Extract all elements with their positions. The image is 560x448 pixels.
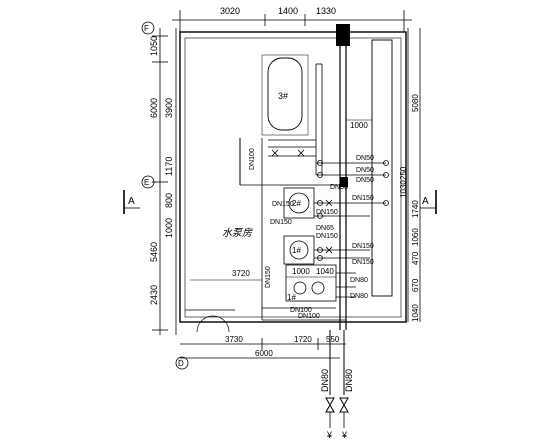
pipe-dn50-1: DN50 bbox=[356, 167, 374, 174]
axis-bubble-e bbox=[141, 175, 155, 189]
pipe-dn100-0: DN100 bbox=[249, 148, 256, 170]
pipe-dn150-0: DN150 bbox=[352, 195, 374, 202]
pipe-dn150-6: DN150 bbox=[265, 266, 272, 288]
inner-wall bbox=[184, 37, 402, 318]
equipment-3: 3# bbox=[261, 54, 309, 136]
right-dimension: 5080 1030 250 1740 1060 470 670 1040 bbox=[399, 28, 421, 322]
dim-top-2: 1330 bbox=[316, 6, 336, 16]
dim-left-5: 1000 bbox=[164, 218, 174, 238]
section-mark-left: A bbox=[128, 196, 135, 207]
pipe-dn150-2: DN150 bbox=[352, 259, 374, 266]
dim-right-6: 670 bbox=[411, 278, 420, 292]
pipe-dn150-7: DN150 bbox=[272, 201, 294, 208]
pipe-dn150-5: DN150 bbox=[316, 233, 338, 240]
dim-left-7: 2430 bbox=[149, 285, 159, 305]
dim-right-0: 5080 bbox=[411, 94, 420, 112]
piping bbox=[239, 46, 389, 330]
axis-label-f: F bbox=[144, 24, 149, 33]
room-label: 水泵房 bbox=[222, 227, 253, 239]
dim-left-4: 800 bbox=[164, 193, 174, 208]
dim-bottom-3: 6000 bbox=[255, 349, 273, 358]
dim-right-4: 1060 bbox=[411, 228, 420, 246]
dim-right-2: 250 bbox=[399, 166, 408, 180]
axis-bubble-f bbox=[141, 21, 155, 35]
pipe-dn65: DN65 bbox=[316, 225, 334, 232]
equipment-lower-label: 1# bbox=[287, 293, 296, 302]
pipe-dn150-4: DN150 bbox=[316, 209, 338, 216]
pipe-dn150-3: DN150 bbox=[270, 219, 292, 226]
left-dimension: 1050 6000 3900 1170 800 1000 5460 2430 bbox=[149, 28, 177, 335]
dim-right-7: 1040 bbox=[411, 304, 420, 322]
building-walls bbox=[179, 24, 407, 333]
dim-right-5: 470 bbox=[411, 251, 420, 265]
dim-top-1: 1400 bbox=[278, 6, 298, 16]
equipment-1-label: 1# bbox=[292, 246, 301, 255]
svg-text:¥: ¥ bbox=[341, 430, 348, 440]
pipe-dn80-1: DN80 bbox=[350, 293, 368, 300]
section-marks: A A bbox=[123, 190, 437, 214]
dim-bottom-2: 550 bbox=[326, 335, 340, 344]
door bbox=[196, 315, 230, 333]
dim-inner-2: 1000 bbox=[292, 267, 310, 276]
dim-inner-0: 1000 bbox=[350, 121, 368, 130]
pipe-dn100-1: DN100 bbox=[290, 307, 312, 314]
pipe-dn80-outlet-1: DN80 bbox=[344, 369, 354, 392]
equipment-lower: 1# bbox=[285, 264, 337, 302]
outlet-pipes: DN80 DN80 ¥ ¥ bbox=[320, 330, 354, 440]
pipe-dn50-3: DN50 bbox=[356, 177, 374, 184]
axis-bubble-d bbox=[175, 356, 189, 370]
equipment-3-label: 3# bbox=[278, 91, 288, 101]
axis-markers: F E D bbox=[141, 21, 189, 370]
equipment-2-label: 2# bbox=[292, 199, 301, 208]
bottom-dimension: 3730 1720 550 6000 bbox=[180, 335, 346, 359]
dim-left-0: 1050 bbox=[149, 36, 159, 56]
dim-inner-3: 1040 bbox=[316, 267, 334, 276]
axis-label-e: E bbox=[144, 178, 149, 187]
dim-bottom-1: 1720 bbox=[294, 335, 312, 344]
pipe-labels: DN50 DN50 DN50 DN50 DN150 DN150 DN150 DN… bbox=[249, 148, 374, 320]
pipe-dn150-1: DN150 bbox=[352, 243, 374, 250]
dim-bottom-0: 3730 bbox=[225, 335, 243, 344]
dim-left-2: 3900 bbox=[164, 98, 174, 118]
wall-column bbox=[340, 177, 348, 187]
dim-right-1: 1030 bbox=[399, 180, 408, 198]
axis-label-d: D bbox=[178, 359, 184, 368]
water-tank bbox=[371, 39, 393, 297]
dim-left-6: 5460 bbox=[149, 242, 159, 262]
equipment-1: 1# bbox=[283, 235, 315, 265]
dim-top-0: 3020 bbox=[220, 6, 240, 16]
dim-inner-1: 3720 bbox=[232, 269, 250, 278]
pipe-dn80-0: DN80 bbox=[350, 277, 368, 284]
pipe-dn100-2: DN100 bbox=[298, 313, 320, 320]
pipe-dn80-outlet-0: DN80 bbox=[320, 369, 330, 392]
inner-dims: 1000 3720 1000 1040 bbox=[190, 119, 372, 281]
roof-column bbox=[336, 24, 350, 46]
dim-left-3: 1170 bbox=[164, 157, 174, 176]
top-dimension: 3020 1400 1330 bbox=[172, 6, 412, 32]
dim-right-3: 1740 bbox=[411, 200, 420, 218]
pipe-dn50-2: DN50 bbox=[330, 184, 348, 191]
section-mark-right: A bbox=[422, 196, 429, 207]
svg-text:¥: ¥ bbox=[326, 430, 333, 440]
pipe-dn50-0: DN50 bbox=[356, 155, 374, 162]
outer-wall bbox=[179, 31, 407, 323]
dim-left-1: 6000 bbox=[149, 98, 159, 118]
